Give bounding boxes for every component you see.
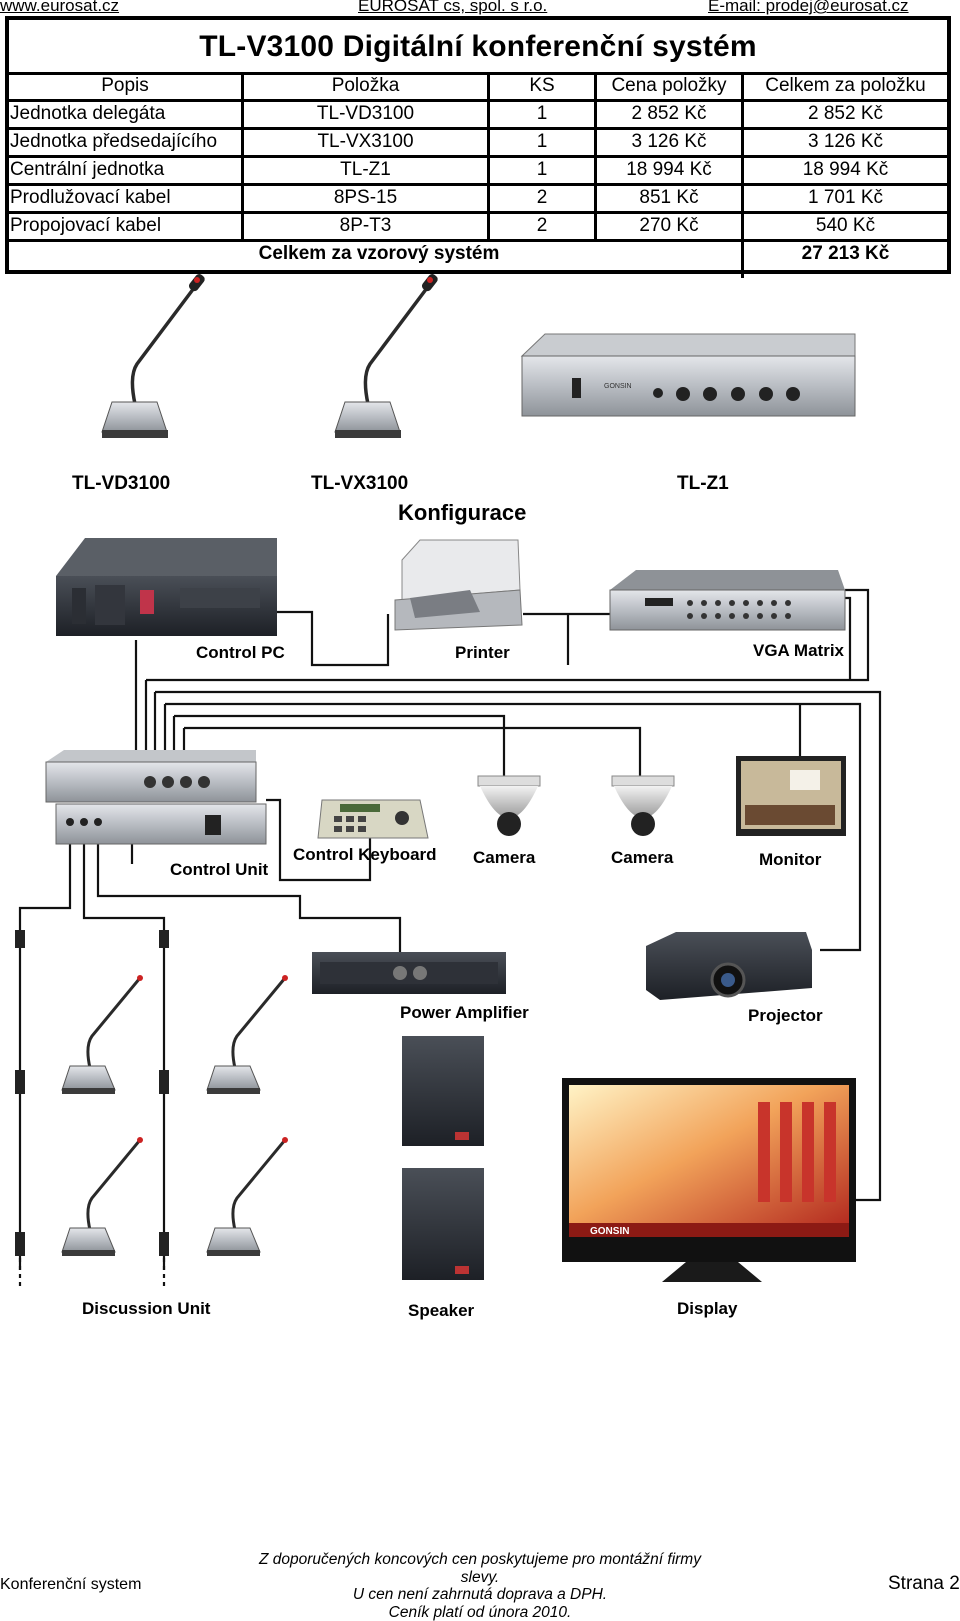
footer-note: Z doporučených koncových cen poskytujeme… (240, 1551, 720, 1586)
footer-notes: Z doporučených koncových cen poskytujeme… (240, 1551, 720, 1621)
projector-image (646, 932, 812, 1000)
display-brand: GONSIN (590, 1226, 629, 1237)
label-speaker: Speaker (408, 1301, 474, 1321)
section-title-konfigurace: Konfigurace (398, 500, 526, 526)
printer-image (395, 540, 522, 630)
footer-note: U cen není zahrnutá doprava a DPH. (240, 1586, 720, 1604)
camera-1-image (478, 776, 540, 836)
label-discussion-unit: Discussion Unit (82, 1299, 210, 1319)
label-monitor: Monitor (759, 850, 821, 870)
camera-2-image (612, 776, 674, 836)
footer-document-name: Konferenční system (0, 1576, 141, 1594)
caption-tl-vd3100: TL-VD3100 (72, 473, 170, 495)
label-vga-matrix: VGA Matrix (753, 641, 844, 661)
control-unit-image (46, 750, 266, 844)
label-control-pc: Control PC (196, 643, 285, 663)
caption-tl-z1: TL-Z1 (677, 473, 729, 495)
label-camera: Camera (473, 848, 535, 868)
vga-matrix-image (610, 570, 845, 630)
label-projector: Projector (748, 1006, 823, 1026)
tl-vd3100-image (102, 272, 206, 438)
display-image: GONSIN (562, 1078, 856, 1282)
speaker-2-image (402, 1168, 484, 1280)
monitor-image (736, 756, 846, 836)
tl-z1-image: GONSIN (522, 334, 855, 416)
label-control-unit: Control Unit (170, 860, 268, 880)
discussion-units-image (15, 930, 288, 1256)
caption-tl-vx3100: TL-VX3100 (311, 473, 408, 495)
footer-page-number: Strana 2 (888, 1573, 960, 1595)
label-power-amplifier: Power Amplifier (400, 1003, 529, 1023)
footer-note: Ceník platí od února 2010. (240, 1604, 720, 1621)
tl-vx3100-image (335, 272, 439, 438)
control-keyboard-image (318, 800, 428, 838)
power-amplifier-image (312, 952, 506, 994)
label-printer: Printer (455, 643, 510, 663)
label-control-keyboard: Control Keyboard (293, 845, 437, 865)
label-display: Display (677, 1299, 737, 1319)
speaker-1-image (402, 1036, 484, 1146)
device-brand: GONSIN (604, 383, 632, 390)
control-pc-image (56, 538, 277, 636)
label-camera: Camera (611, 848, 673, 868)
